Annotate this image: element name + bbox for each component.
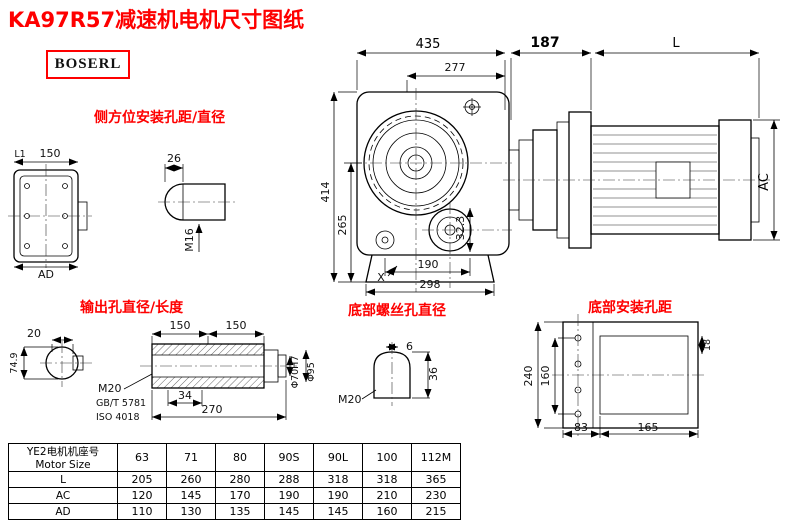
dim-base-165: 165 (638, 421, 659, 434)
table-cell: 318 (362, 471, 412, 488)
table-cell: 280 (215, 471, 265, 488)
table-header-cell: 90S (264, 443, 314, 472)
table-cell: 145 (264, 503, 314, 520)
table-row-label: AC (8, 487, 118, 504)
table-cell: 145 (313, 503, 363, 520)
dim-base-18: 18 (702, 339, 713, 351)
dim-side-150: 150 (40, 147, 61, 160)
dim-side-l1: L1 (14, 149, 25, 160)
dim-base-160: 160 (539, 366, 552, 387)
table-cell: 130 (166, 503, 216, 520)
dim-out-thread: M20 (98, 382, 122, 395)
dim-overall-width: 435 (416, 37, 441, 52)
dim-side-ad: AD (38, 268, 54, 281)
table-header-line1: YE2电机机座号 (26, 446, 100, 458)
dim-motor-length: L (672, 36, 680, 51)
table-cell: 318 (313, 471, 363, 488)
motor-side-view (503, 111, 770, 249)
table-cell: 288 (264, 471, 314, 488)
dim-out-270: 270 (202, 403, 223, 416)
side-mount-view: L1 150 AD (8, 147, 92, 281)
base-dimensions: 190 298 X (365, 258, 495, 296)
top-dimensions: 435 277 187 L (356, 35, 760, 120)
table-header-cell: 63 (117, 443, 167, 472)
dim-shaft-flat: 74.9 (9, 352, 20, 373)
dim-overall-height: 414 (319, 182, 332, 203)
side-shaft-detail: 26 M16 (158, 152, 236, 252)
table-cell: 145 (166, 487, 216, 504)
dim-bore-dia: Φ70H7 (290, 356, 301, 389)
dim-out-std-iso: ISO 4018 (96, 412, 140, 423)
motor-size-table: YE2电机机座号 Motor Size 63 71 80 90S 90L 100… (8, 443, 461, 520)
table-header-cell: YE2电机机座号 Motor Size (8, 443, 118, 472)
table-cell: 365 (411, 471, 461, 488)
label-side-mount: 侧方位安装孔距/直径 (94, 110, 226, 126)
table-cell: 110 (117, 503, 167, 520)
table-row: AD 110 130 135 145 145 160 215 (8, 503, 461, 520)
dim-flange-width: 277 (445, 61, 466, 74)
table-header-cell: 100 (362, 443, 412, 472)
dim-foot-mark: X (377, 271, 385, 284)
table-cell: 190 (264, 487, 314, 504)
dim-base-83: 83 (574, 421, 588, 434)
dim-out-34: 34 (178, 389, 192, 402)
bottom-screw-detail: 6 36 M20 (338, 340, 440, 406)
bottom-mount-view: 240 160 83 165 18 (522, 314, 713, 438)
vertical-dimensions: 414 265 AC 32.3 (319, 91, 780, 283)
dim-hub-dia: Φ95 (306, 362, 317, 382)
dim-screw-6: 6 (406, 340, 413, 353)
boserl-logo: BOSERL (46, 50, 130, 79)
table-header-cell: 90L (313, 443, 363, 472)
dim-center-height: 265 (336, 215, 349, 236)
dim-out-std-gb: GB/T 5781 (96, 398, 146, 409)
dim-key-width: 20 (27, 327, 41, 340)
dim-offset-32-3: 32.3 (454, 216, 467, 241)
table-header-line2: Motor Size (35, 459, 91, 471)
table-cell: 190 (313, 487, 363, 504)
table-cell: 170 (215, 487, 265, 504)
table-cell: 120 (117, 487, 167, 504)
table-row: AC 120 145 170 190 190 210 230 (8, 487, 461, 504)
dim-side-pin-width: 26 (167, 152, 181, 165)
table-cell: 210 (362, 487, 412, 504)
table-row: L 205 260 280 288 318 318 365 (8, 471, 461, 488)
label-bottom-mount: 底部安装孔距 (588, 300, 672, 316)
table-header-cell: 71 (166, 443, 216, 472)
output-shaft-end-view: 20 74.9 (9, 327, 94, 387)
table-row-label: AD (8, 503, 118, 520)
dim-bore-len-2: 150 (226, 319, 247, 332)
dim-foot-width: 190 (418, 258, 439, 271)
boserl-logo-text: BOSERL (54, 56, 122, 72)
table-header-row: YE2电机机座号 Motor Size 63 71 80 90S 90L 100… (8, 443, 461, 472)
table-header-cell: 80 (215, 443, 265, 472)
dim-base-width: 298 (420, 278, 441, 291)
label-output-hole: 输出孔直径/长度 (80, 300, 184, 316)
table-header-cell: 112M (411, 443, 461, 472)
dim-bore-len-1: 150 (170, 319, 191, 332)
dim-adapter-length: 187 (530, 35, 559, 51)
table-cell: 215 (411, 503, 461, 520)
label-bottom-screw: 底部螺丝孔直径 (348, 303, 446, 319)
dim-screw-length: 36 (427, 367, 440, 381)
dim-motor-diameter: AC (757, 173, 772, 191)
output-shaft-section-view: 150 150 M20 GB/T 5781 ISO 4018 34 270 Φ7… (96, 319, 317, 423)
table-cell: 205 (117, 471, 167, 488)
table-cell: 135 (215, 503, 265, 520)
table-cell: 260 (166, 471, 216, 488)
dim-base-240: 240 (522, 366, 535, 387)
table-row-label: L (8, 471, 118, 488)
dim-side-pin-thread: M16 (183, 228, 196, 252)
table-cell: 230 (411, 487, 461, 504)
table-cell: 160 (362, 503, 412, 520)
dim-screw-thread: M20 (338, 393, 362, 406)
drawing-title: KA97R57减速机电机尺寸图纸 (8, 8, 305, 32)
